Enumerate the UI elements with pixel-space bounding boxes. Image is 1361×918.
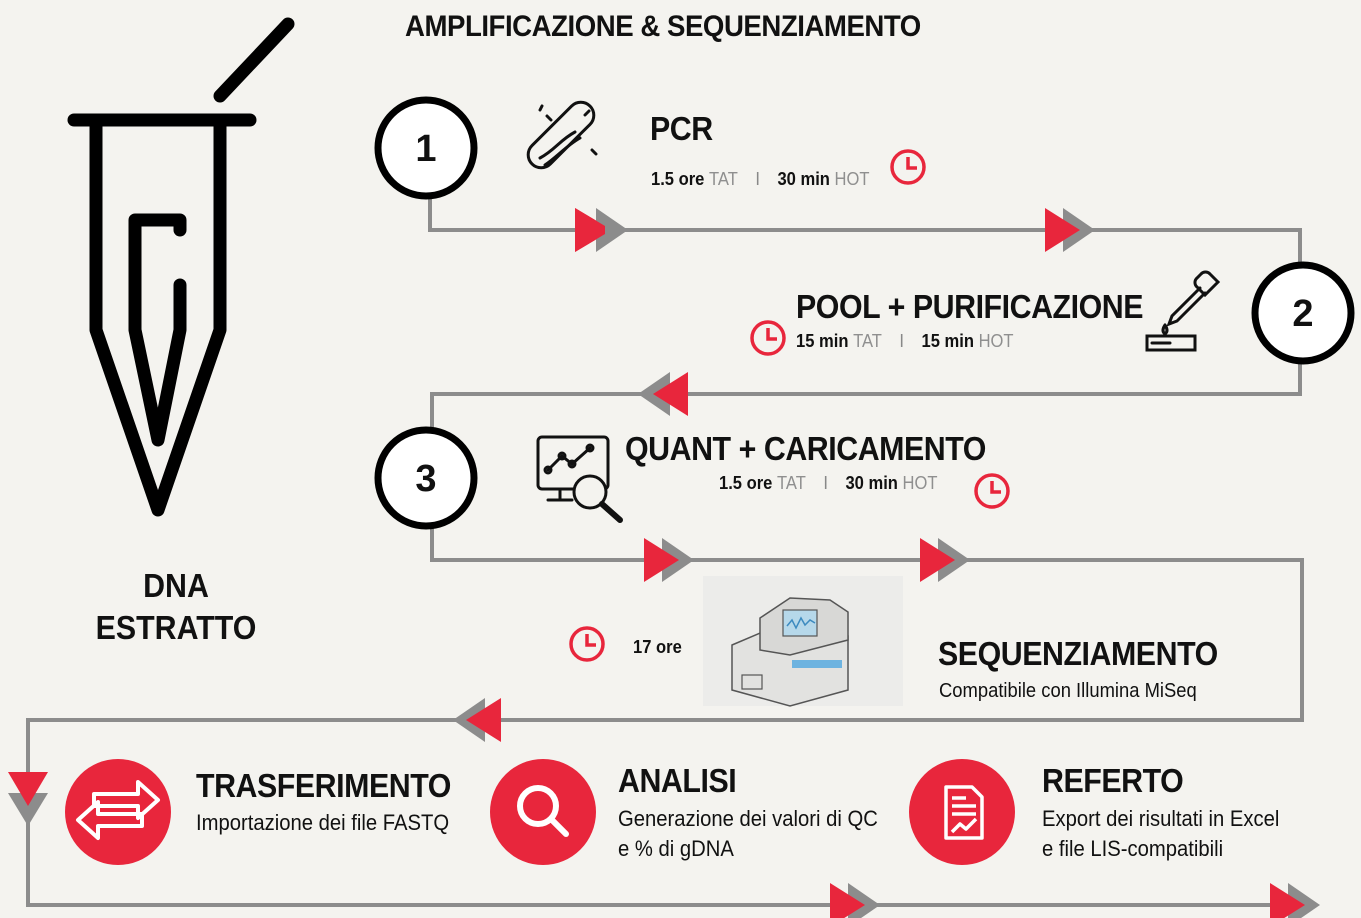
transfer-arrows-icon: [76, 780, 160, 840]
dna-test-tube-icon: [526, 100, 598, 170]
arrow-down-7: [8, 772, 48, 826]
report-title: REFERTO: [1042, 762, 1184, 799]
analysis-circle: [490, 759, 596, 865]
step-2-circle: [1251, 261, 1355, 365]
transfer-title: TRASFERIMENTO: [196, 767, 451, 804]
clock-icon: [569, 626, 605, 662]
report-description: Export dei risultati in Excel e file LIS…: [1042, 804, 1279, 864]
tat-value: 1.5 ore: [719, 473, 773, 493]
tat-label: TAT: [709, 169, 738, 189]
hot-value: 30 min: [845, 473, 898, 493]
hot-value: 15 min: [921, 331, 974, 351]
sequencing-duration: 17 ore: [633, 637, 682, 657]
hot-value: 30 min: [777, 169, 830, 189]
analysis-description: Generazione dei valori di QC e % di gDNA: [618, 804, 878, 864]
test-tube-icon: [67, 17, 295, 517]
tat-value: 1.5 ore: [651, 169, 705, 189]
sequencing-description: Compatibile con Illumina MiSeq: [939, 680, 1197, 702]
hot-label: HOT: [834, 169, 870, 189]
sample-label-line1: DNA: [143, 567, 209, 604]
sequencing-title: SEQUENZIAMENTO: [938, 635, 1218, 672]
step-3-timing: 1.5 ore TAT I 30 min HOT: [719, 473, 937, 494]
step-2-number: 2: [1292, 293, 1314, 335]
tat-value: 15 min: [796, 331, 849, 351]
arrow-right-8: [830, 883, 880, 918]
sample-label: DNA ESTRATTO: [84, 565, 268, 649]
clock-icon: [890, 149, 926, 185]
step-1-circle: [374, 96, 478, 200]
separator: I: [755, 169, 760, 189]
arrow-right-5: [920, 538, 970, 582]
arrow-right-9: [1270, 883, 1320, 918]
step-2-title: POOL + PURIFICAZIONE: [796, 288, 1144, 325]
monitor-search-icon: [536, 435, 623, 523]
sequencer-machine-icon: [703, 576, 903, 707]
tat-label: TAT: [853, 331, 882, 351]
report-description-line1: Export dei risultati in Excel: [1042, 806, 1280, 831]
tat-label: TAT: [777, 473, 806, 493]
step-3-title: QUANT + CARICAMENTO: [625, 430, 986, 467]
page-title: AMPLIFICAZIONE & SEQUENZIAMENTO: [405, 10, 921, 43]
clock-icon: [974, 473, 1010, 509]
step-1-title: PCR: [650, 110, 713, 147]
sample-label-line2: ESTRATTO: [95, 609, 257, 646]
report-description-line2: e file LIS-compatibili: [1042, 836, 1224, 861]
arrow-right-1: [575, 208, 628, 252]
transfer-description: Importazione dei file FASTQ: [196, 810, 450, 835]
hot-label: HOT: [902, 473, 938, 493]
analysis-description-line1: Generazione dei valori di QC: [618, 806, 878, 831]
clock-icon: [750, 320, 786, 356]
report-circle: [909, 759, 1015, 865]
analysis-description-line2: e % di gDNA: [618, 836, 734, 861]
step-2-timing: 15 min TAT I 15 min HOT: [796, 331, 1014, 352]
arrow-left-3: [638, 372, 688, 416]
step-1-timing: 1.5 ore TAT I 30 min HOT: [651, 169, 869, 190]
magnifier-icon: [517, 785, 569, 837]
report-document-icon: [944, 785, 984, 840]
pipette-icon: [1145, 270, 1221, 352]
analysis-title: ANALISI: [618, 762, 737, 799]
step-1-number: 1: [415, 128, 437, 170]
hot-label: HOT: [978, 331, 1014, 351]
arrow-right-4: [644, 538, 694, 582]
arrow-left-6: [453, 698, 501, 742]
step-3-circle: [374, 426, 478, 530]
separator: I: [823, 473, 828, 493]
step-3-number: 3: [415, 458, 437, 500]
separator: I: [899, 331, 905, 351]
arrow-right-2: [1045, 208, 1095, 252]
